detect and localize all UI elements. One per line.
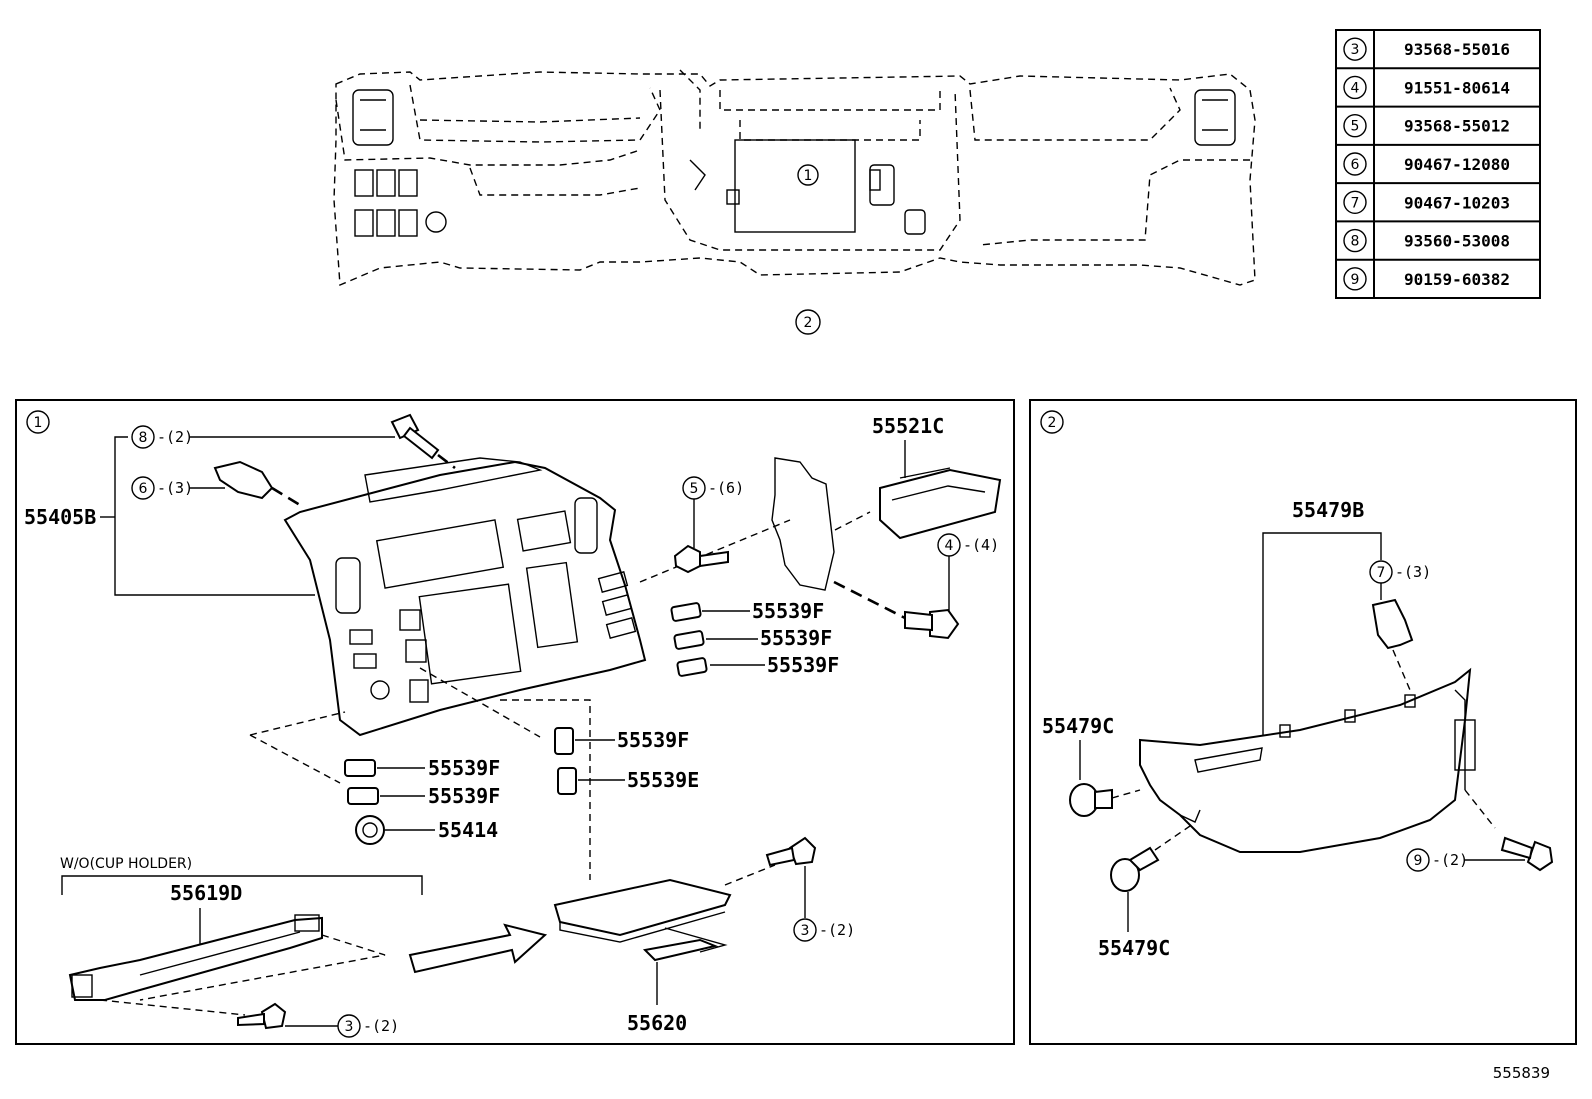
dashboard-overview: 1 2 <box>333 69 1256 335</box>
callout-3a-ref: 3 <box>801 923 810 939</box>
label-55539F-e: 55539F <box>428 756 500 780</box>
label-55619D: 55619D <box>170 881 242 905</box>
panel-1-border <box>15 399 1015 1045</box>
callout-5-ref: 5 <box>690 481 699 497</box>
parts-reference-table: 3 93568-55016 4 91551-80614 5 93568-55012 6 904… <box>1335 29 1541 299</box>
table-ref-circle <box>1343 75 1367 100</box>
label-wo-cup-holder: W/O(CUP HOLDER) <box>60 856 192 872</box>
panel-2-border <box>1029 399 1577 1045</box>
label-55539F-f: 55539F <box>428 784 500 808</box>
callout-6-ref: 6 <box>139 481 148 497</box>
callout-9-qty: -(2) <box>1432 851 1468 869</box>
callout-3b-ref: 3 <box>345 1019 354 1035</box>
table-part-number: 90467-12080 <box>1404 155 1510 174</box>
label-55405B: 55405B <box>24 505 96 529</box>
label-55539F-a: 55539F <box>752 599 824 623</box>
table-ref-circle <box>1343 267 1367 291</box>
table-ref-circle <box>1343 190 1367 214</box>
callout-3a-qty: -(2) <box>819 921 855 939</box>
table-ref-circle <box>1343 152 1367 176</box>
table-part-number: 90467-10203 <box>1404 193 1510 212</box>
callout-9-ref: 9 <box>1414 853 1423 869</box>
panel-2-index: 2 <box>1048 415 1057 431</box>
table-ref-number: 4 <box>1351 80 1360 96</box>
callout-7-ref: 7 <box>1377 565 1386 581</box>
detail-1-marker: 1 <box>804 168 813 184</box>
table-ref-number: 5 <box>1351 119 1360 135</box>
detail-2-marker: 2 <box>804 315 813 331</box>
label-55539F-b: 55539F <box>760 626 832 650</box>
diagram-id: 555839 <box>1493 1064 1550 1082</box>
table-part-number: 90159-60382 <box>1404 270 1510 289</box>
label-55620: 55620 <box>627 1011 687 1035</box>
table-ref-number: 8 <box>1351 234 1360 250</box>
table-part-number: 91551-80614 <box>1404 78 1510 97</box>
detail-1-marker-circle <box>797 164 819 186</box>
center-cluster-panel <box>283 457 647 737</box>
part-55619D <box>68 914 323 1001</box>
panel-1-index: 1 <box>34 415 43 431</box>
table-part-number: 93568-55012 <box>1404 117 1510 136</box>
table-part-number: 93560-53008 <box>1404 232 1510 251</box>
label-55539F-c: 55539F <box>767 653 839 677</box>
table-ref-circle <box>1343 37 1367 61</box>
label-55539E: 55539E <box>627 768 699 792</box>
table-ref-circle <box>1343 114 1367 138</box>
callout-8-qty: -(2) <box>157 428 193 446</box>
detail-2-marker-circle <box>795 309 821 335</box>
part-55521C <box>879 467 1002 540</box>
callout-4-ref: 4 <box>945 538 954 554</box>
label-55479B: 55479B <box>1292 498 1364 522</box>
detail-panel-2: 2 55479B 7 -(3) 55479C <box>1029 399 1577 1045</box>
label-55539F-d: 55539F <box>617 728 689 752</box>
callout-4-qty: -(4) <box>963 536 999 554</box>
label-55414: 55414 <box>438 818 498 842</box>
callout-5-qty: -(6) <box>708 479 744 497</box>
callout-3b-qty: -(2) <box>363 1017 399 1035</box>
table-ref-number: 9 <box>1351 272 1360 288</box>
table-ref-number: 3 <box>1351 42 1360 58</box>
callout-8-ref: 8 <box>139 430 148 446</box>
table-ref-number: 6 <box>1351 157 1360 173</box>
callout-7-qty: -(3) <box>1395 563 1431 581</box>
label-55479C-b: 55479C <box>1098 936 1170 960</box>
part-55620 <box>553 878 732 962</box>
label-55479C-a: 55479C <box>1042 714 1114 738</box>
table-border <box>1335 29 1541 299</box>
table-part-number: 93568-55016 <box>1404 40 1510 59</box>
part-55479B <box>1139 667 1476 853</box>
table-ref-number: 7 <box>1351 195 1360 211</box>
table-ref-circle <box>1343 228 1367 253</box>
detail-panel-1: 1 55405B 8 -(2) 6 -(3) <box>15 399 1015 1045</box>
label-55521C: 55521C <box>872 414 944 438</box>
callout-6-qty: -(3) <box>157 479 193 497</box>
